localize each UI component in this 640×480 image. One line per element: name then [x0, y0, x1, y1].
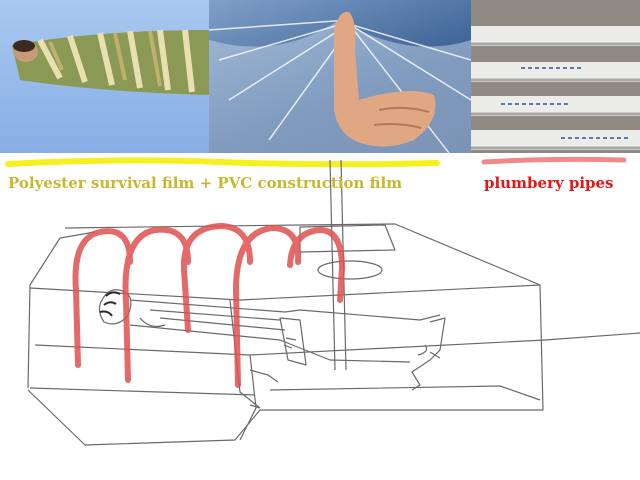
pipes-label: plumbery pipes [484, 174, 614, 192]
film-label-underline [5, 157, 440, 168]
film-label: Polyester survival film + PVC constructi… [8, 174, 403, 192]
pvc-pipes-photo [471, 0, 640, 153]
survival-blanket-photo [0, 0, 209, 153]
pipe-arches [72, 222, 346, 388]
stretch-film-photo [209, 0, 471, 153]
pencil-sketch [27, 159, 640, 446]
pipes-label-underline [481, 156, 627, 165]
